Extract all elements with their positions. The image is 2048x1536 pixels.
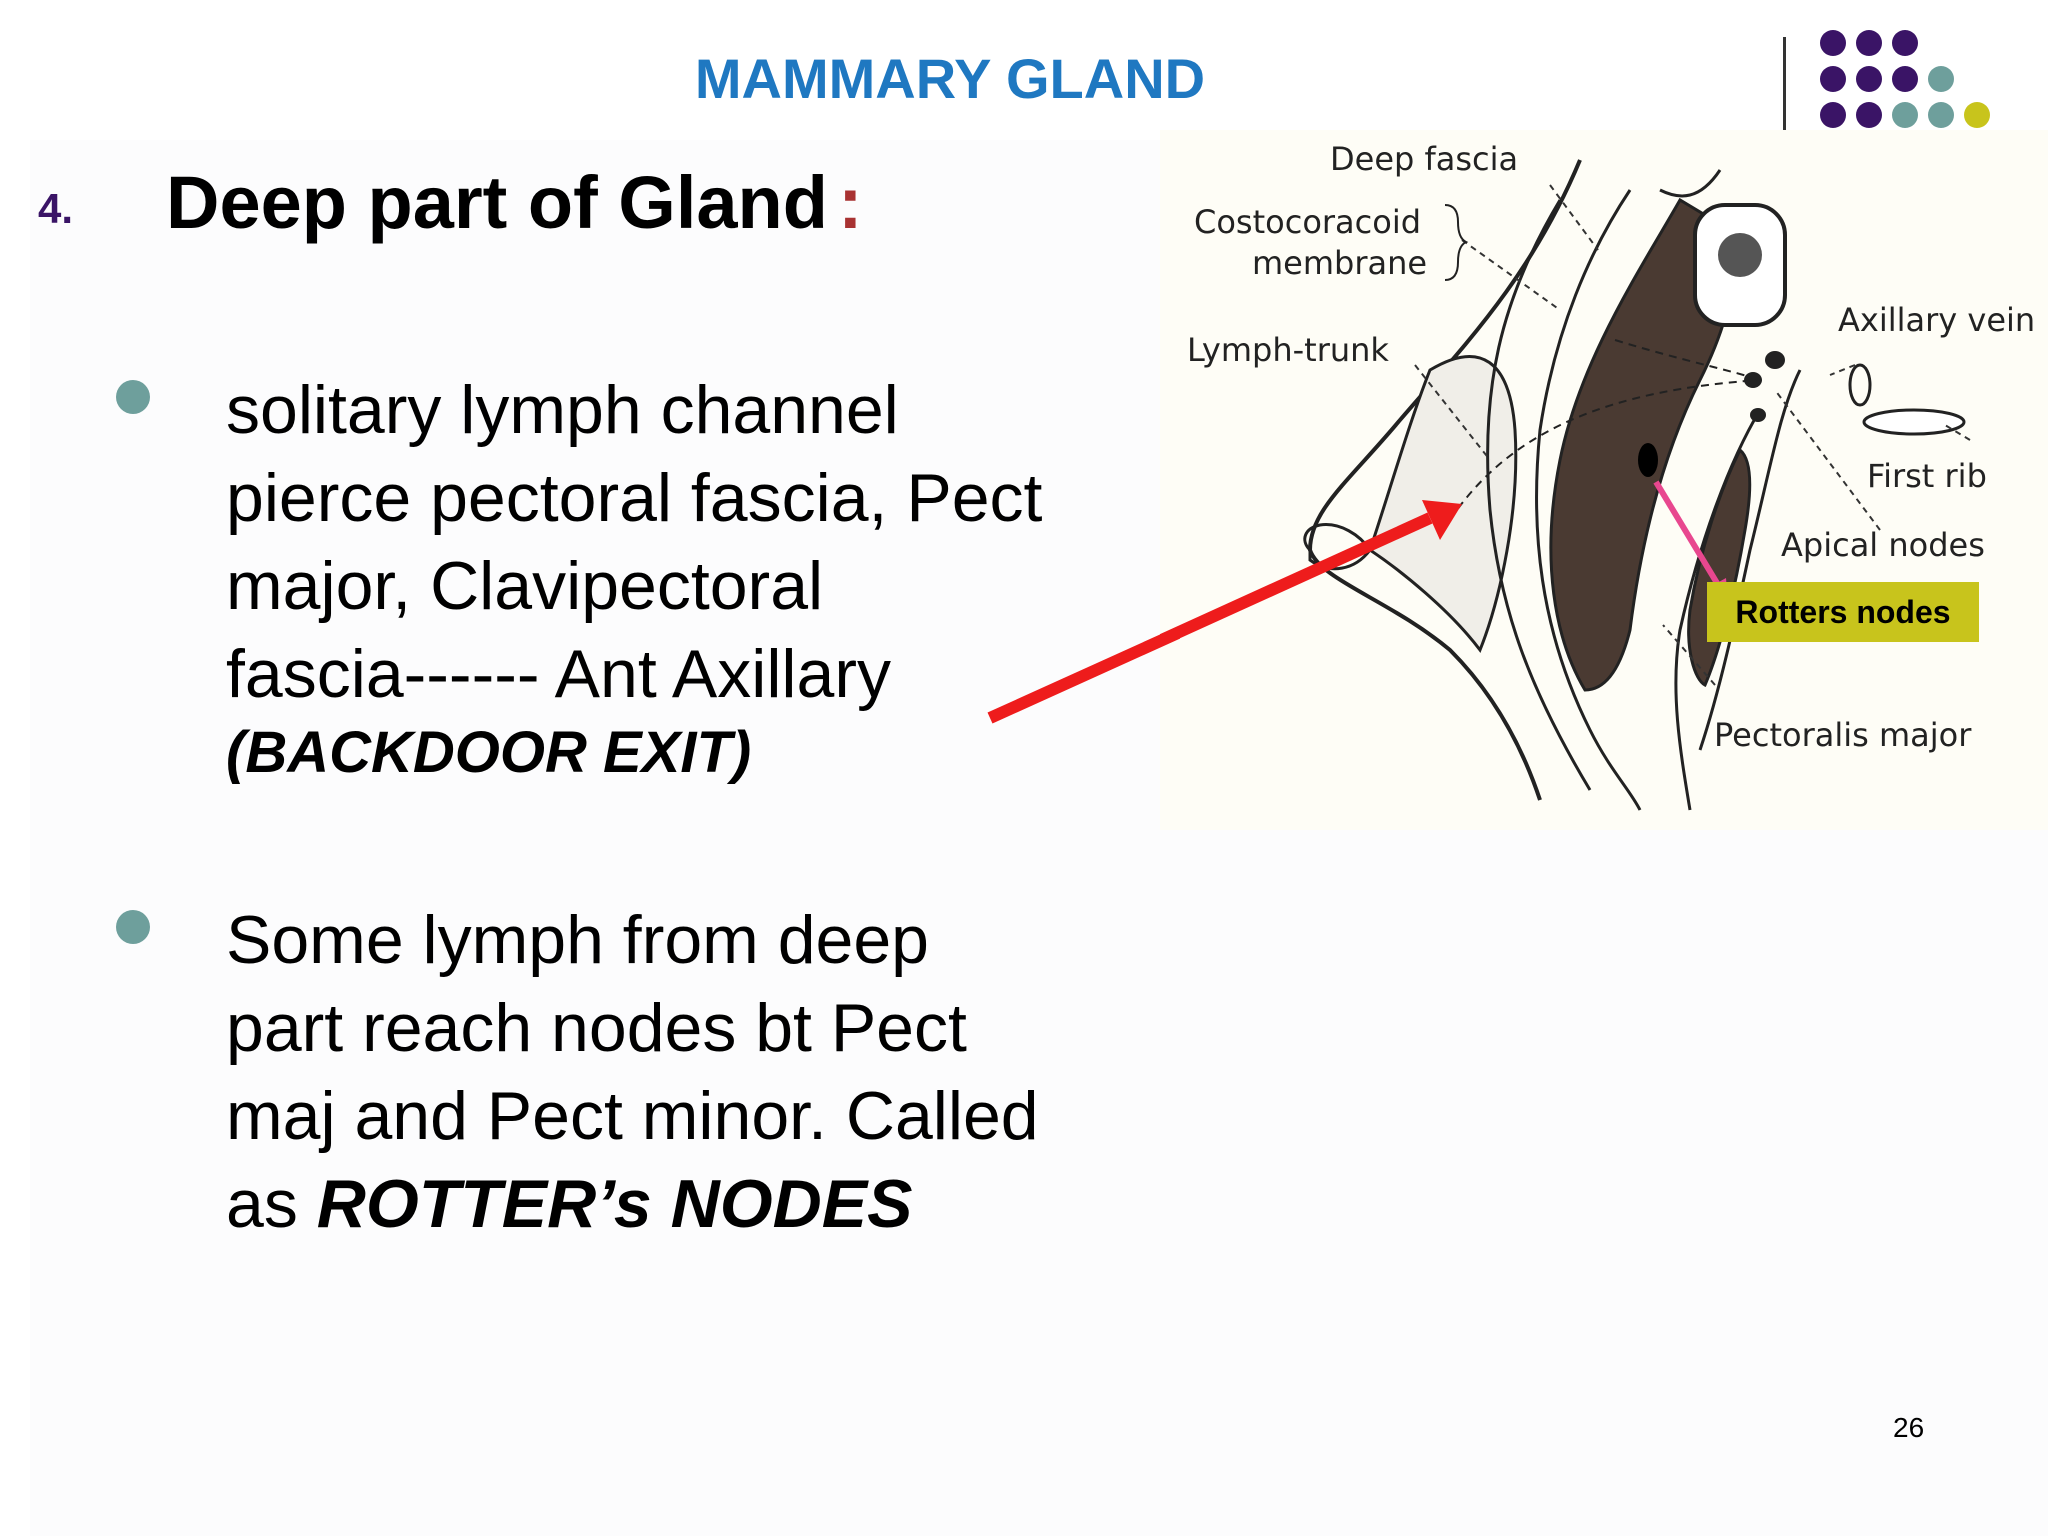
label-pectoralis-major: Pectoralis major — [1714, 716, 1972, 754]
section-number: 4. — [38, 185, 74, 232]
slide-title: MAMMARY GLAND — [694, 47, 1206, 110]
label-membrane: membrane — [1252, 244, 1428, 282]
backdoor-arrow — [987, 626, 1180, 724]
heading-colon: : — [837, 161, 863, 244]
decor-dot — [1892, 30, 1918, 56]
decor-dot — [1820, 102, 1846, 128]
decor-dot — [1892, 66, 1918, 92]
page-number: 26 — [1893, 1412, 1925, 1443]
bullet-line: Some lymph from deep — [226, 902, 929, 978]
bullet-line: fascia------ Ant Axillary — [226, 636, 891, 712]
bullet-line: pierce pectoral fascia, Pect — [226, 460, 1043, 536]
backdoor-exit-emphasis: (BACKDOOR EXIT) — [226, 720, 752, 785]
bullet-line: major, Clavipectoral — [226, 548, 824, 624]
section-heading: Deep part of Gland: — [166, 160, 863, 245]
decor-dot — [1928, 66, 1954, 92]
bullet-text-1: solitary lymph channel pierce pectoral f… — [226, 366, 1166, 788]
anatomy-diagram — [1160, 130, 2048, 830]
label-first-rib: First rib — [1867, 457, 1987, 495]
title-divider — [1783, 37, 1786, 133]
decor-dot — [1856, 30, 1882, 56]
bullet-text-2: Some lymph from deep part reach nodes bt… — [226, 896, 1166, 1248]
bullet-line: maj and Pect minor. Called — [226, 1078, 1039, 1154]
bullet-line: part reach nodes bt Pect — [226, 990, 967, 1066]
bullet-line: solitary lymph channel — [226, 372, 899, 448]
decor-dot — [1892, 102, 1918, 128]
label-deep-fascia: Deep fascia — [1330, 140, 1519, 178]
bullet-dot-2 — [116, 910, 150, 944]
bullet-line-prefix: as — [226, 1166, 298, 1242]
decor-dot — [1820, 30, 1846, 56]
bullet-last-line: as ROTTER’s NODES — [226, 1160, 1166, 1248]
bullet-dot-1 — [116, 380, 150, 414]
decor-dot — [1964, 102, 1990, 128]
heading-text: Deep part of Gland — [166, 161, 828, 244]
decor-dot — [1856, 66, 1882, 92]
label-axillary-vein: Axillary vein — [1838, 301, 2036, 339]
rotters-nodes-emphasis: ROTTER’s NODES — [316, 1166, 913, 1242]
decor-dot — [1856, 102, 1882, 128]
decor-dot — [1928, 102, 1954, 128]
label-apical-nodes: Apical nodes — [1781, 526, 1985, 564]
rotters-nodes-callout: Rotters nodes — [1707, 582, 1979, 642]
decor-dot — [1820, 66, 1846, 92]
label-costocoracoid: Costocoracoid — [1194, 203, 1422, 241]
label-lymph-trunk: Lymph-trunk — [1187, 331, 1389, 369]
